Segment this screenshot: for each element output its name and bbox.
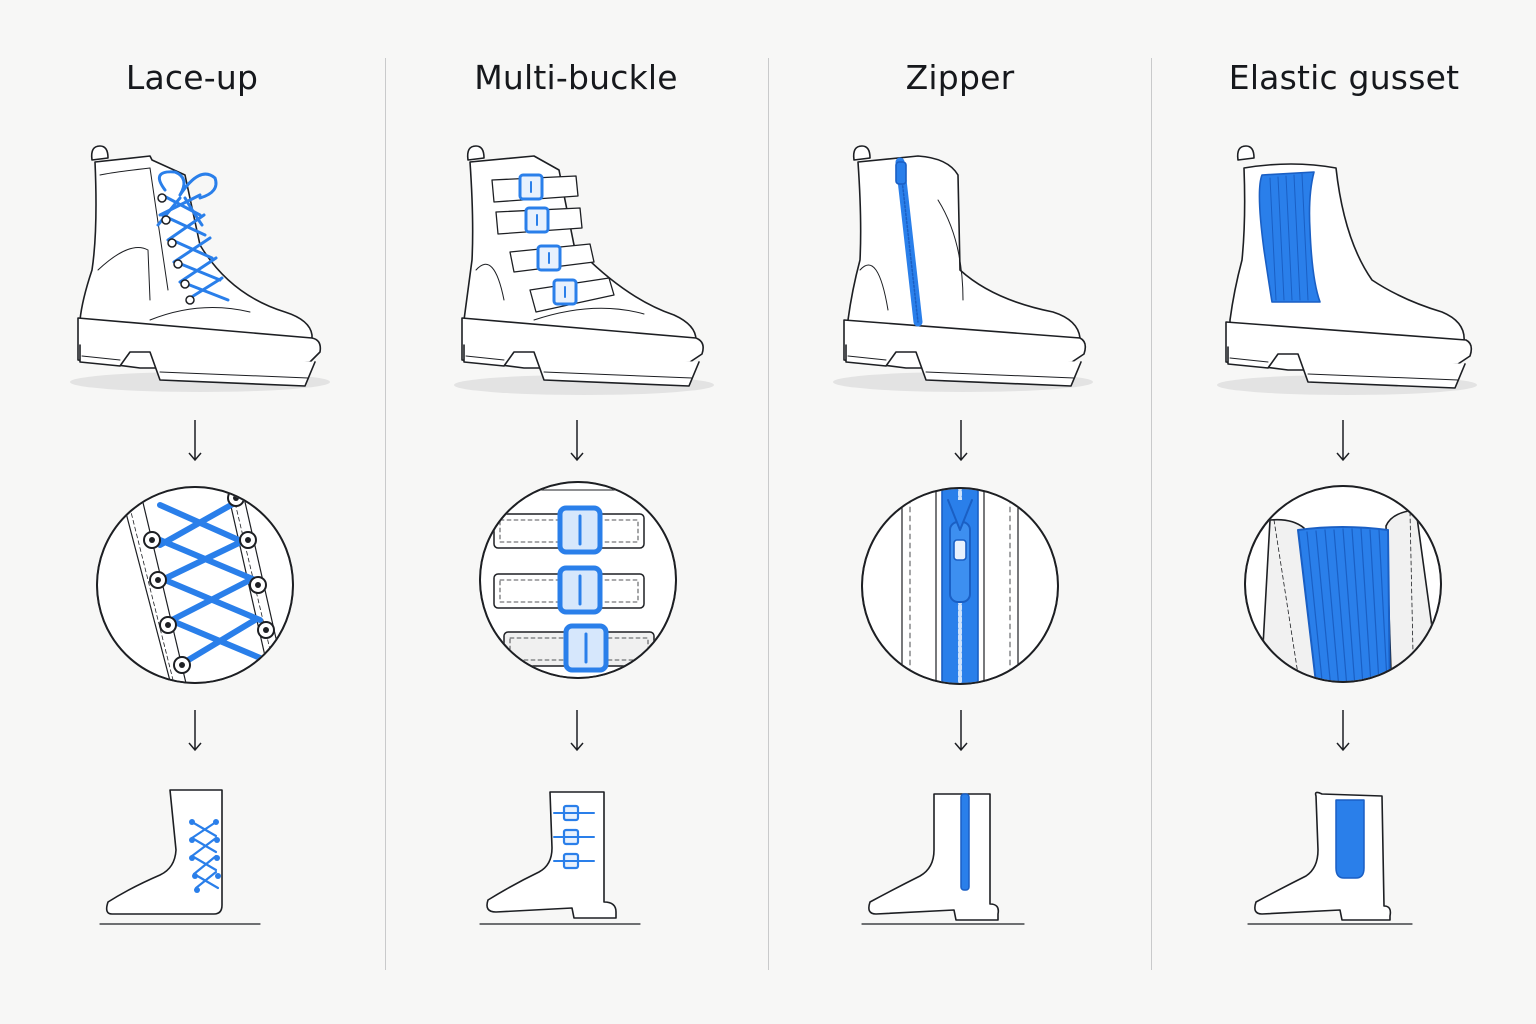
lace-up-laces [156, 170, 230, 302]
column-divider-2 [768, 58, 769, 970]
multi-buckle-detail-view [479, 481, 677, 679]
column-title: Elastic gusset [1228, 58, 1460, 97]
column-title: Multi-buckle [474, 58, 678, 97]
lace-up-illustration [70, 145, 330, 925]
down-arrow-icon [188, 710, 202, 752]
multi-buckle-boot [454, 145, 714, 395]
lace-up-detail-view [96, 486, 294, 684]
zipper-detail-view [861, 487, 1059, 685]
lace-up-eyelets [157, 193, 195, 305]
lace-up-simple-boot [99, 789, 261, 925]
down-arrow-icon [570, 710, 584, 752]
elastic-gusset-simple-boot [1247, 791, 1413, 925]
column-elastic-gusset: Elastic gusset [1152, 0, 1536, 1024]
down-arrow-icon [954, 710, 968, 752]
zipper-illustration [833, 145, 1093, 925]
column-lace-up: Lace-up [0, 0, 384, 1024]
zipper-simple-boot [861, 793, 1025, 925]
elastic-gusset-illustration [1217, 145, 1477, 925]
column-divider-1 [385, 58, 386, 970]
column-title: Zipper [905, 58, 1015, 97]
column-multi-buckle: Multi-buckle [384, 0, 768, 1024]
column-divider-3 [1151, 58, 1152, 970]
column-zipper: Zipper [768, 0, 1152, 1024]
zipper-boot [833, 145, 1093, 392]
down-arrow-icon [570, 420, 584, 462]
multi-buckle-simple-boot [479, 791, 641, 925]
multi-buckle-illustration [454, 145, 714, 925]
down-arrow-icon [1336, 420, 1350, 462]
elastic-gusset-detail-view [1244, 485, 1442, 683]
elastic-gusset-boot [1217, 145, 1477, 395]
down-arrow-icon [954, 420, 968, 462]
down-arrow-icon [1336, 710, 1350, 752]
down-arrow-icon [188, 420, 202, 462]
column-title: Lace-up [125, 58, 259, 97]
